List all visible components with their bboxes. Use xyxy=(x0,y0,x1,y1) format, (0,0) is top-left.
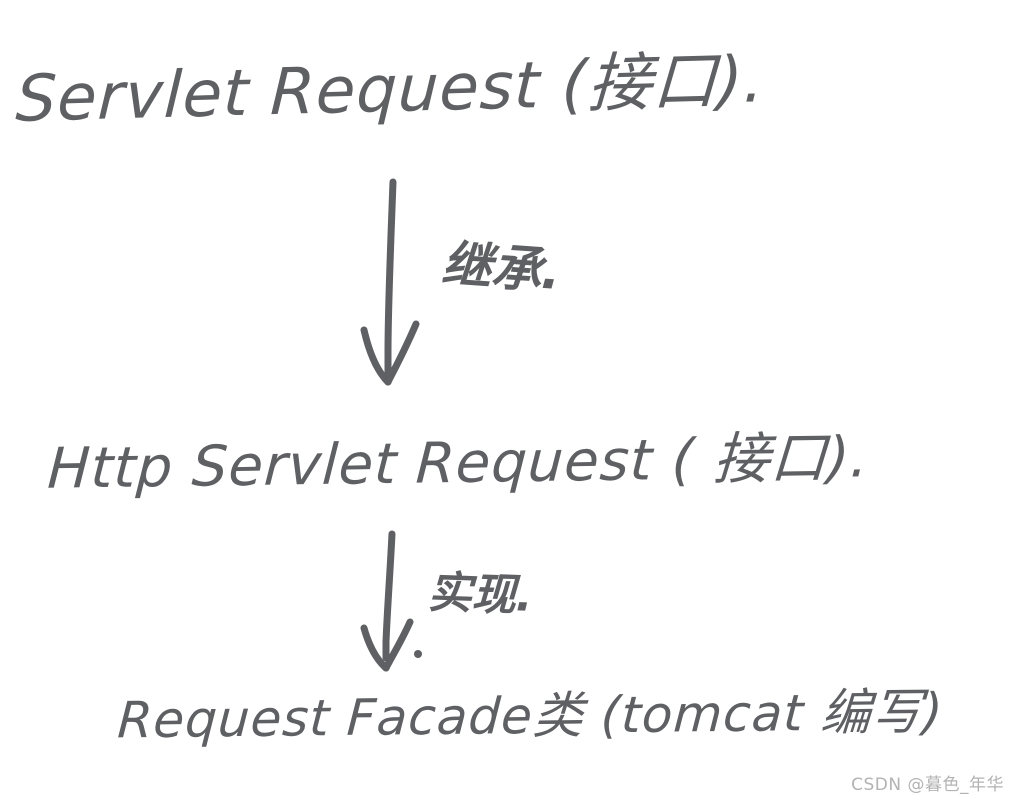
csdn-watermark: CSDN @暮色_年华 xyxy=(851,775,1004,795)
node-http-servlet-request: Http Servlet Request ( 接口). xyxy=(45,425,871,502)
edge-label-implement: 实现. xyxy=(426,567,534,622)
inherit-arrow-icon xyxy=(360,178,420,386)
node-request-facade: Request Facade类 (tomcat 编写) xyxy=(116,682,946,750)
implement-arrow-icon xyxy=(360,530,422,672)
node-servlet-request: Servlet Request (接口). xyxy=(14,43,767,137)
edge-label-inherit: 继承. xyxy=(439,234,563,302)
